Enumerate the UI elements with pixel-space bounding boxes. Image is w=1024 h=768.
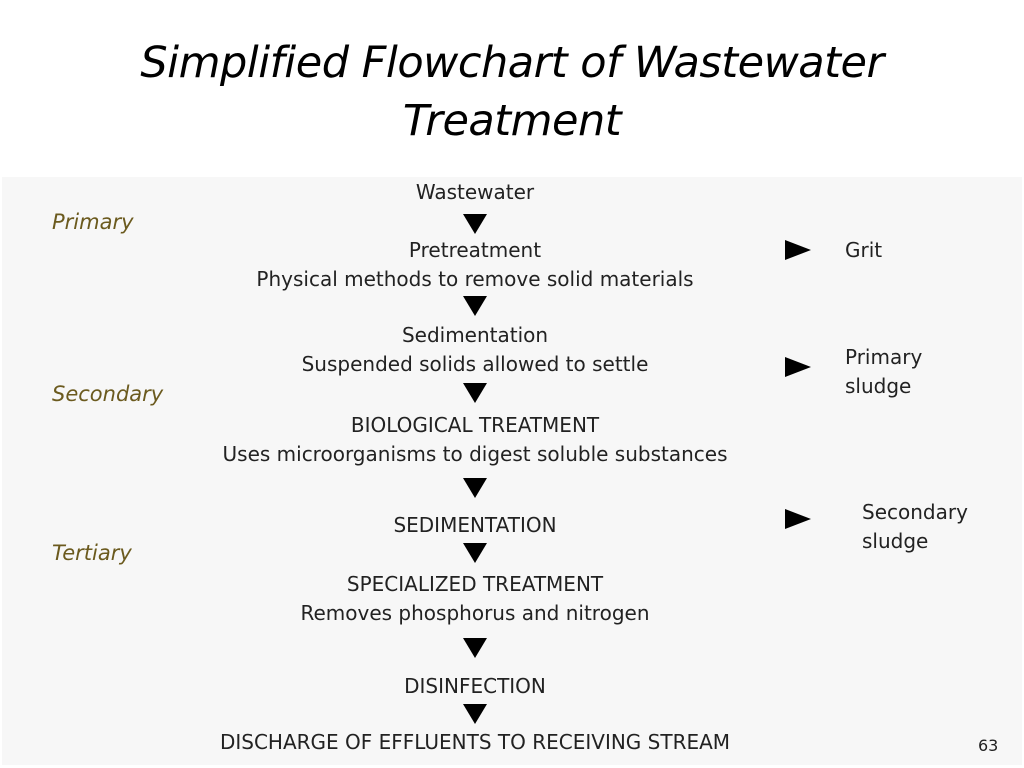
stage-label-tertiary: Tertiary bbox=[52, 541, 132, 565]
down-arrow-icon bbox=[463, 214, 487, 234]
step-sedimentation-secondary: SEDIMENTATION bbox=[393, 513, 557, 537]
output-grit: Grit bbox=[845, 236, 882, 265]
slide-title: Simplified Flowchart of Wastewater Treat… bbox=[0, 34, 1024, 150]
step-pretreatment: Pretreatment bbox=[408, 238, 542, 262]
step-sedimentation: Sedimentation bbox=[401, 323, 549, 347]
step-specialized-treatment: SPECIALIZED TREATMENT bbox=[346, 572, 604, 596]
step-disinfection: DISINFECTION bbox=[404, 674, 546, 698]
page-number: 63 bbox=[978, 736, 999, 755]
down-arrow-icon bbox=[463, 543, 487, 563]
output-primary-sludge: Primary sludge bbox=[845, 343, 922, 401]
output-grit-label: Grit bbox=[845, 238, 883, 262]
slide-title-line-2: Treatment bbox=[402, 96, 622, 146]
down-arrow-icon bbox=[463, 638, 487, 658]
step-biological-treatment-description: Uses microorganisms to digest soluble su… bbox=[222, 442, 728, 466]
step-pretreatment-description: Physical methods to remove solid materia… bbox=[256, 267, 694, 291]
step-sedimentation-description: Suspended solids allowed to settle bbox=[301, 352, 649, 376]
step-biological-treatment: BIOLOGICAL TREATMENT bbox=[350, 413, 600, 437]
output-primary-sludge-line-2: sludge bbox=[845, 374, 912, 398]
stage-label-primary: Primary bbox=[52, 210, 134, 234]
stage-label-secondary: Secondary bbox=[52, 382, 164, 406]
step-wastewater: Wastewater bbox=[415, 180, 535, 204]
down-arrow-icon bbox=[463, 296, 487, 316]
down-arrow-icon bbox=[463, 478, 487, 498]
step-specialized-treatment-description: Removes phosphorus and nitrogen bbox=[300, 601, 650, 625]
down-arrow-icon bbox=[463, 704, 487, 724]
slide-title-line-1: Simplified Flowchart of Wastewater bbox=[140, 38, 884, 88]
output-secondary-sludge-line-2: sludge bbox=[862, 529, 929, 553]
down-arrow-icon bbox=[463, 383, 487, 403]
flowchart-panel bbox=[2, 177, 1022, 765]
output-secondary-sludge-line-1: Secondary bbox=[862, 500, 968, 524]
output-secondary-sludge: Secondary sludge bbox=[862, 498, 968, 556]
right-arrow-icon bbox=[785, 509, 811, 529]
step-discharge: DISCHARGE OF EFFLUENTS TO RECEIVING STRE… bbox=[219, 730, 731, 754]
right-arrow-icon bbox=[785, 357, 811, 377]
right-arrow-icon bbox=[785, 240, 811, 260]
output-primary-sludge-line-1: Primary bbox=[845, 345, 923, 369]
